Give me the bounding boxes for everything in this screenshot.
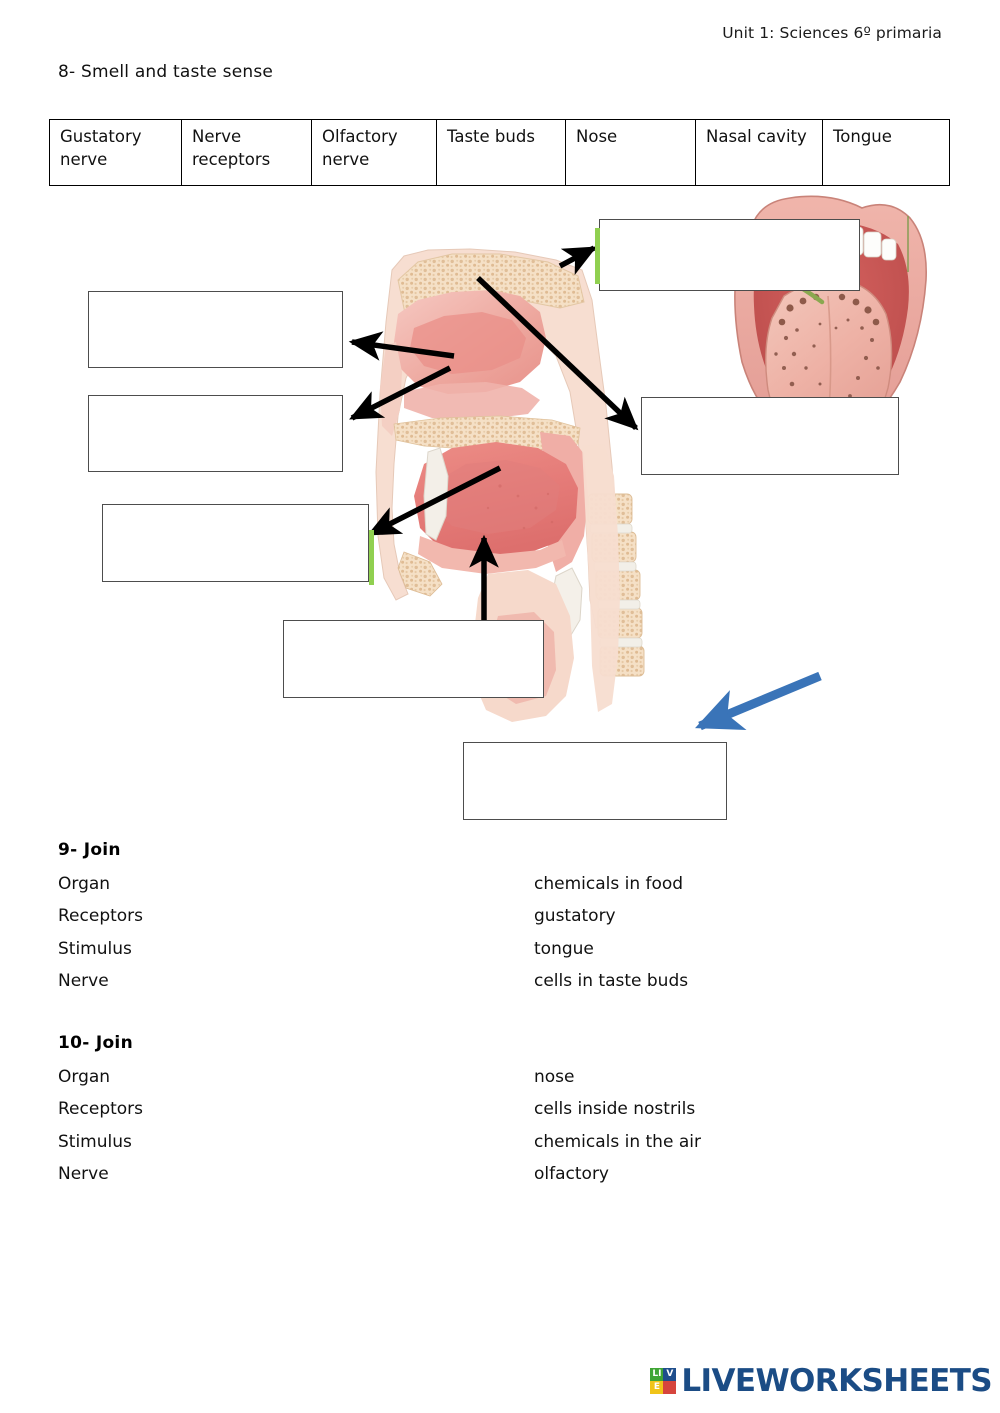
unit-header-label: Unit 1: Sciences 6º primaria	[722, 24, 942, 42]
liveworksheets-logo[interactable]: LI V E LIVEWORKSHEETS	[650, 1363, 993, 1399]
join-left-item[interactable]: Stimulus	[58, 1131, 132, 1152]
answer-box-right-middle[interactable]	[641, 397, 899, 475]
answer-box-left-3[interactable]	[102, 504, 374, 585]
join-left-item[interactable]: Receptors	[58, 1099, 144, 1120]
join-left-item[interactable]: Nerve	[58, 1164, 109, 1185]
join-section-9-right-column: chemicals in food gustatory tongue cells…	[534, 868, 688, 998]
word-bank-cell[interactable]: Taste buds	[436, 119, 566, 186]
badge-cell-v: V	[663, 1368, 677, 1381]
badge-cell-li: LI	[650, 1368, 664, 1381]
join-right-item[interactable]: chemicals in the air	[534, 1131, 701, 1152]
join-left-item[interactable]: Stimulus	[58, 938, 132, 959]
arrow-to-left-box-2	[349, 365, 452, 421]
word-bank-cell[interactable]: Olfactory nerve	[311, 119, 437, 186]
join-right-item[interactable]: cells inside nostrils	[534, 1099, 696, 1120]
leader-arrows	[348, 245, 822, 731]
join-left-item[interactable]: Nerve	[58, 971, 109, 992]
diagram-area	[0, 195, 1000, 836]
liveworksheets-badge-icon: LI V E	[650, 1368, 677, 1394]
arrow-to-top-right-box	[558, 245, 597, 276]
answer-box-left-1[interactable]	[88, 291, 343, 368]
join-left-item[interactable]: Receptors	[58, 906, 144, 927]
word-bank-cell[interactable]: Nose	[565, 119, 696, 186]
arrow-to-left-box-1	[348, 331, 455, 361]
input-accent-bar	[369, 530, 374, 585]
arrow-to-right-middle-box	[476, 276, 639, 431]
word-bank-cell[interactable]: Gustatory nerve	[49, 119, 182, 186]
join-right-item[interactable]: tongue	[534, 938, 594, 959]
answer-box-tongue[interactable]	[463, 742, 727, 820]
word-bank-table: Gustatory nerve Nerve receptors Olfactor…	[49, 119, 950, 186]
join-section-9-heading: 9- Join	[58, 840, 121, 860]
join-right-item[interactable]: cells in taste buds	[534, 971, 689, 992]
liveworksheets-wordmark: LIVEWORKSHEETS	[681, 1363, 992, 1399]
join-right-item[interactable]: gustatory	[534, 906, 616, 927]
join-section-10-left-column: Organ Receptors Stimulus Nerve	[58, 1061, 143, 1191]
input-accent-bar	[595, 228, 600, 284]
join-section-10-right-column: nose cells inside nostrils chemicals in …	[534, 1061, 701, 1191]
join-section-10-heading: 10- Join	[58, 1033, 133, 1053]
join-left-item[interactable]: Organ	[58, 1067, 111, 1087]
arrow-to-tongue-box	[695, 671, 822, 731]
word-bank-cell[interactable]: Tongue	[822, 119, 950, 186]
word-bank-cell[interactable]: Nerve receptors	[181, 119, 312, 186]
badge-cell-e: E	[650, 1381, 664, 1394]
page-title: 8- Smell and taste sense	[58, 62, 274, 82]
join-section-9-left-column: Organ Receptors Stimulus Nerve	[58, 868, 143, 998]
badge-cell-blank	[663, 1381, 677, 1394]
table-row: Gustatory nerve Nerve receptors Olfactor…	[49, 119, 950, 186]
word-bank-cell[interactable]: Nasal cavity	[695, 119, 823, 186]
join-right-item[interactable]: olfactory	[534, 1164, 609, 1185]
join-left-item[interactable]: Organ	[58, 874, 111, 894]
answer-box-left-2[interactable]	[88, 395, 343, 472]
answer-box-center-bottom[interactable]	[283, 620, 544, 698]
join-right-item[interactable]: chemicals in food	[534, 874, 684, 894]
arrow-to-left-box-3	[367, 465, 502, 537]
answer-box-top-right[interactable]	[595, 219, 860, 291]
join-right-item[interactable]: nose	[534, 1067, 575, 1087]
